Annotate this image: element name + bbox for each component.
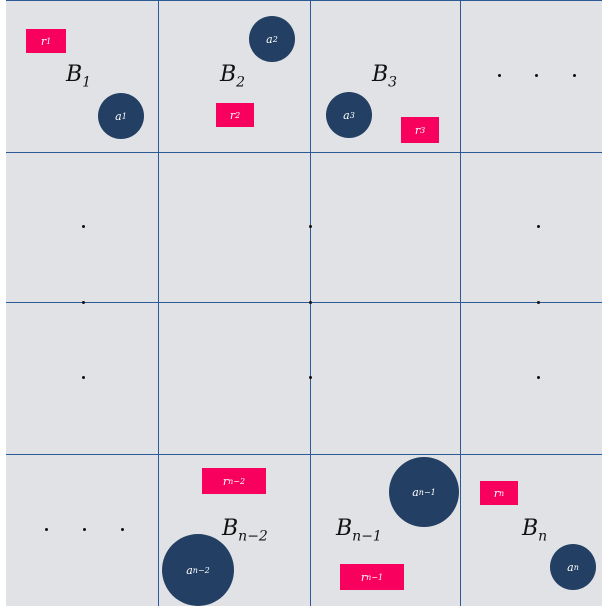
block-label-b3: B3 xyxy=(372,62,397,90)
ellipsis-dot xyxy=(82,225,85,228)
rect-label-sub: 2 xyxy=(235,110,241,120)
ellipsis-dot xyxy=(121,528,124,531)
rect-label-sub: n−1 xyxy=(366,572,384,582)
grid-hline xyxy=(6,152,602,153)
circle-label-sub: 2 xyxy=(272,34,278,44)
circle-label-base: a xyxy=(266,32,273,46)
rect-label-sub: n xyxy=(499,488,505,498)
ellipsis-dot xyxy=(82,376,85,379)
block-label-sub: 1 xyxy=(82,74,92,91)
block-label-b1: B1 xyxy=(66,62,91,90)
ellipsis-dot xyxy=(535,74,538,77)
circle-label-base: a xyxy=(115,109,122,123)
circle-label-base: a xyxy=(186,563,193,577)
ellipsis-dot xyxy=(309,376,312,379)
grid-background xyxy=(6,0,602,606)
circle-label-sub: n xyxy=(573,562,579,572)
block-label-base: B xyxy=(522,516,539,541)
ellipsis-dot xyxy=(83,528,86,531)
rect-label-base: r xyxy=(493,486,500,500)
ellipsis-dot xyxy=(309,225,312,228)
block-label-sub: 2 xyxy=(236,74,246,91)
circle-label-base: a xyxy=(567,560,574,574)
ellipsis-dot xyxy=(537,301,540,304)
grid-vline xyxy=(460,0,461,606)
ellipsis-dot xyxy=(82,301,85,304)
rect-label-base: r xyxy=(222,474,229,488)
block-label-base: B xyxy=(336,516,353,541)
rect-label-sub: n−2 xyxy=(228,476,246,486)
grid-hline xyxy=(6,0,602,1)
rect-label-base: r xyxy=(229,108,236,122)
circle-label-base: a xyxy=(343,108,350,122)
rect-label-sub: 1 xyxy=(46,36,52,46)
block-label-base: B xyxy=(220,62,237,87)
block-label-base: B xyxy=(66,62,83,87)
ellipsis-dot xyxy=(573,74,576,77)
circle-label-sub: 3 xyxy=(349,110,355,120)
ellipsis-dot xyxy=(537,225,540,228)
ellipsis-dot xyxy=(498,74,501,77)
block-label-sub: n−1 xyxy=(352,528,382,545)
block-label-base: B xyxy=(372,62,389,87)
rect-label-base: r xyxy=(414,123,421,137)
ellipsis-dot xyxy=(309,301,312,304)
ellipsis-dot xyxy=(45,528,48,531)
rect-label-sub: 3 xyxy=(420,125,426,135)
circle-label-sub: n−2 xyxy=(192,565,210,575)
grid-hline xyxy=(6,454,602,455)
block-label-sub: n−2 xyxy=(238,528,268,545)
block-label-bn-1: Bn−1 xyxy=(336,516,382,544)
block-label-base: B xyxy=(222,516,239,541)
block-label-sub: 3 xyxy=(388,74,398,91)
circle-label-sub: 1 xyxy=(121,111,127,121)
block-label-b2: B2 xyxy=(220,62,245,90)
circle-label-base: a xyxy=(412,485,419,499)
block-label-bn-2: Bn−2 xyxy=(222,516,268,544)
grid-hline xyxy=(6,302,602,303)
grid-vline xyxy=(158,0,159,606)
rect-label-base: r xyxy=(40,34,47,48)
block-label-bn: Bn xyxy=(522,516,547,544)
circle-label-sub: n−1 xyxy=(418,487,436,497)
ellipsis-dot xyxy=(537,376,540,379)
rect-label-base: r xyxy=(360,570,367,584)
block-label-sub: n xyxy=(538,528,548,545)
